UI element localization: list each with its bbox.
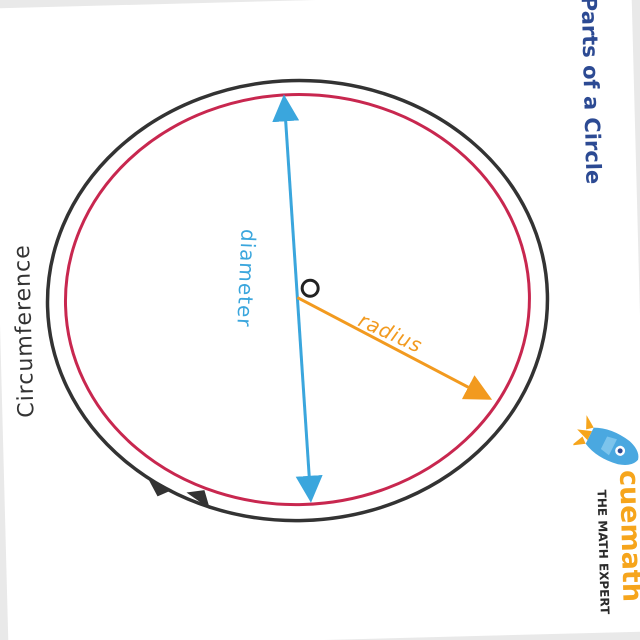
page-title: Parts of a Circle <box>576 0 606 185</box>
circumference-arrow-icon <box>147 476 173 497</box>
circumference-label: Circumference <box>9 243 40 419</box>
circumference-ring <box>45 78 550 523</box>
diameter-label: diameter <box>232 228 261 329</box>
radius-line <box>296 296 493 400</box>
brand-name: cuemath <box>613 469 640 603</box>
circumference-arrow-icon <box>186 490 210 509</box>
rocket-icon <box>572 415 639 465</box>
center-point <box>300 278 320 298</box>
